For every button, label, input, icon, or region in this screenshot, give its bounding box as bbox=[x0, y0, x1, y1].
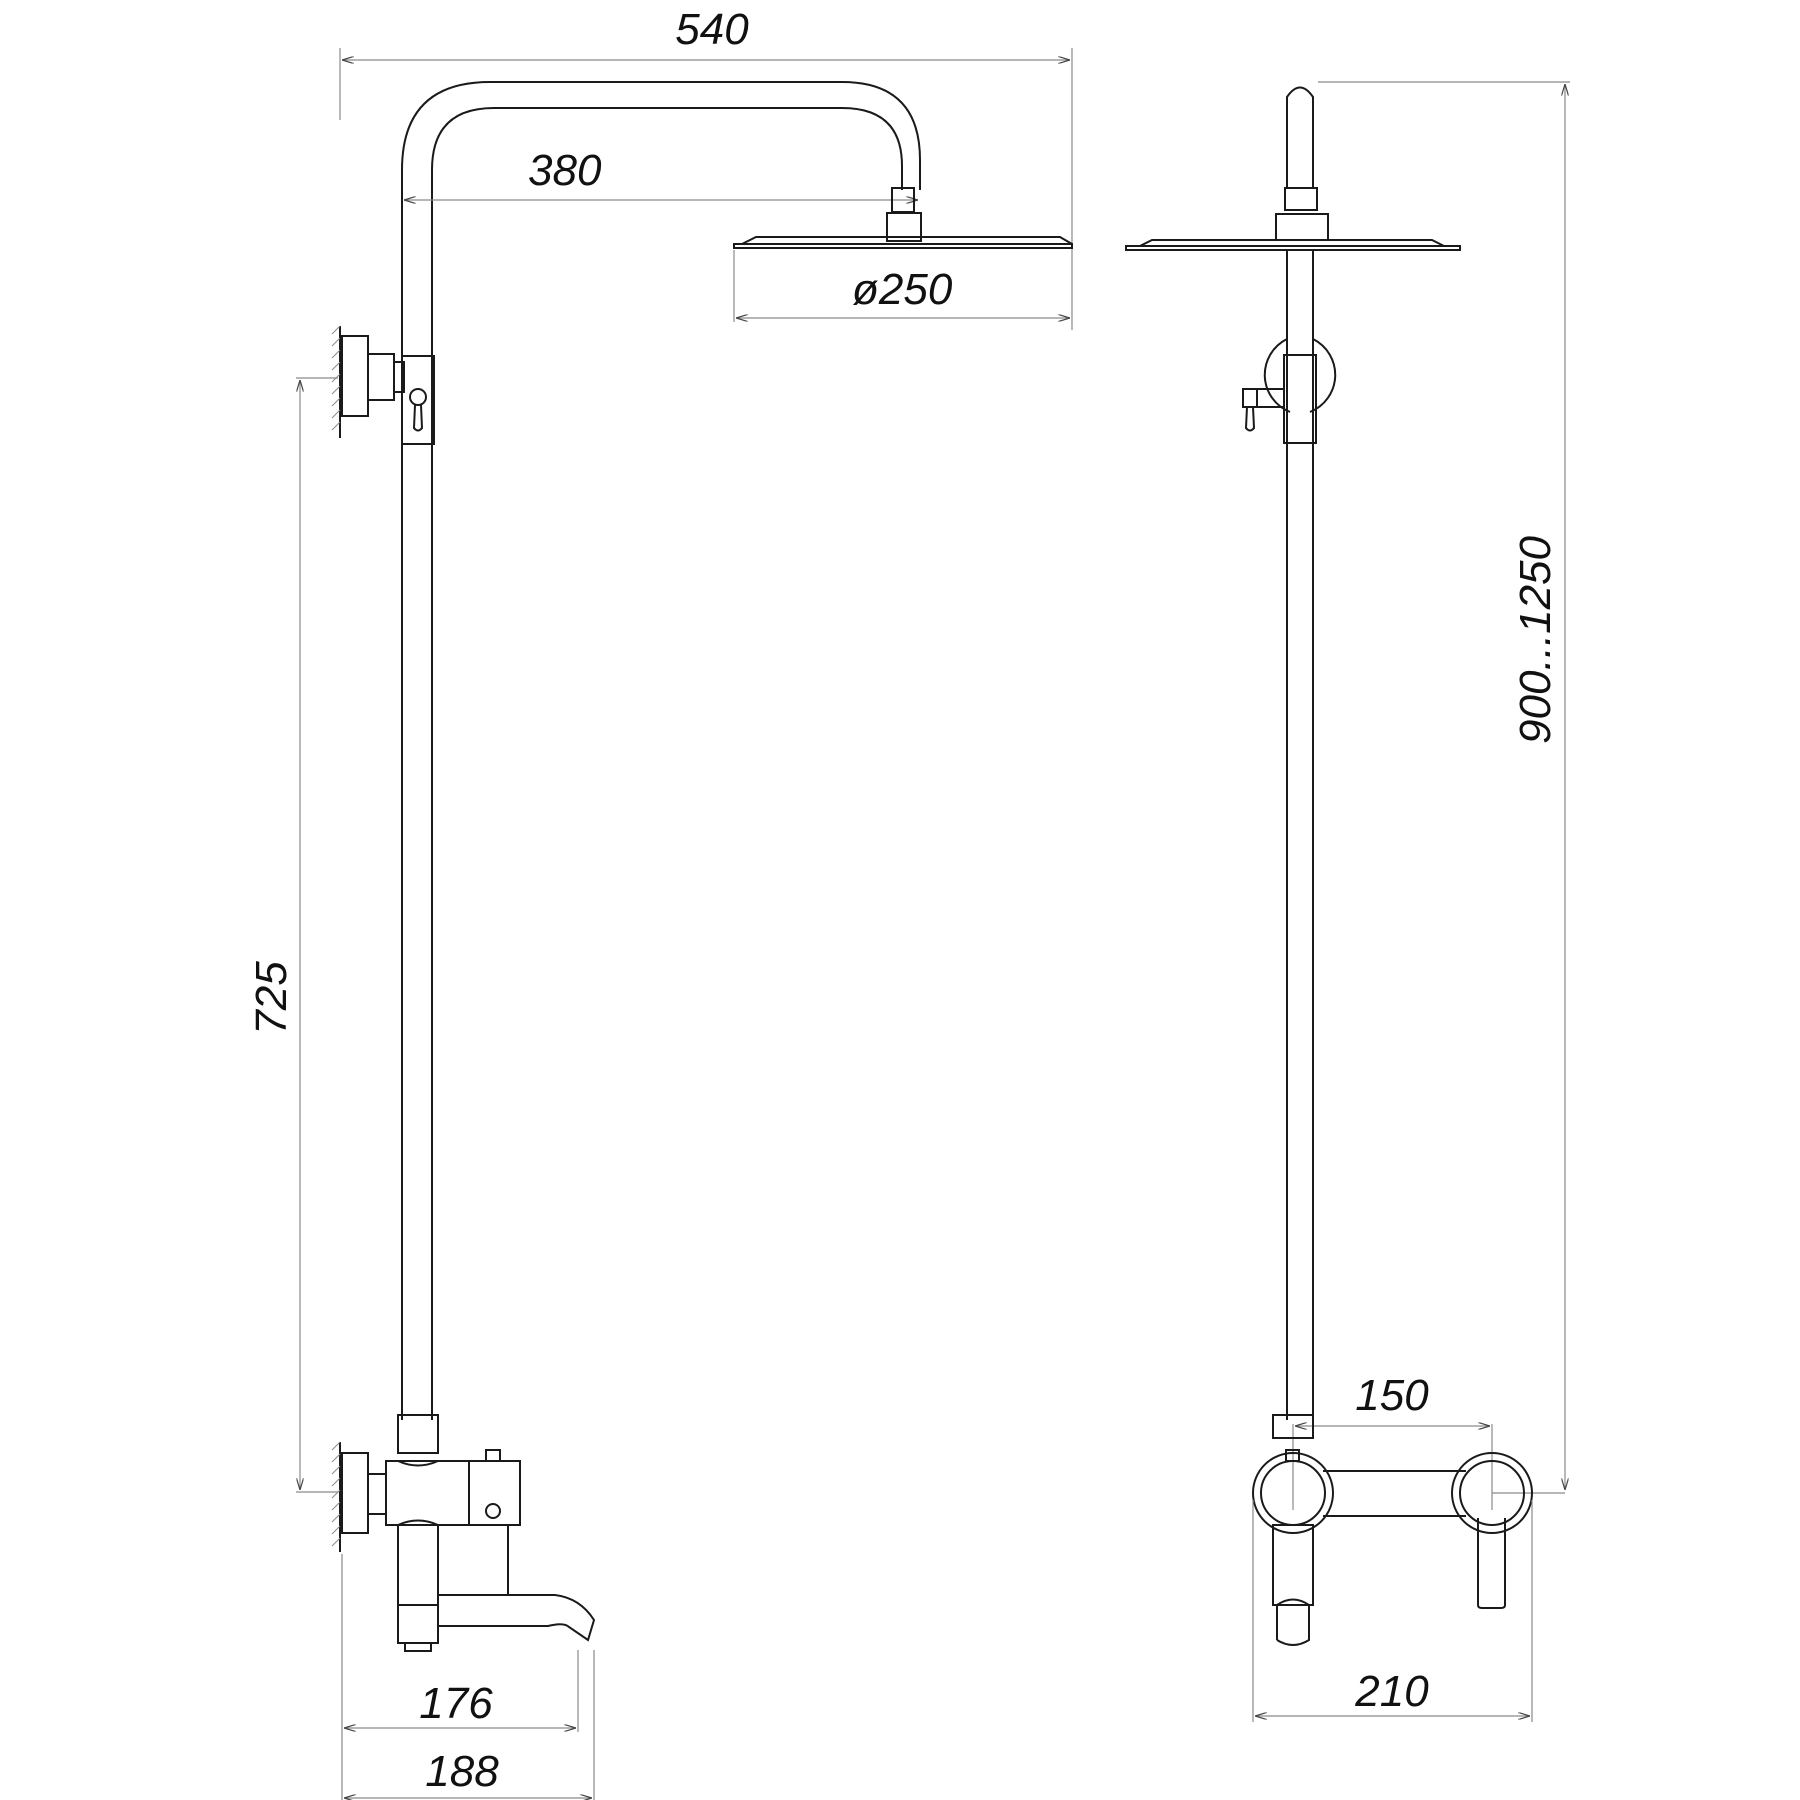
label-725: 725 bbox=[247, 961, 296, 1035]
lever-handle-front bbox=[1477, 1518, 1506, 1609]
label-250: ø250 bbox=[852, 265, 953, 314]
label-540: 540 bbox=[675, 5, 749, 54]
upper-wall-bracket bbox=[331, 325, 435, 445]
spout-front bbox=[1276, 1598, 1310, 1646]
shower-head bbox=[733, 236, 1073, 249]
dimension-900-1250: 900...1250 bbox=[1318, 81, 1570, 1490]
dimension-176: 176 bbox=[341, 1554, 579, 1800]
dimension-380: 380 bbox=[404, 146, 918, 200]
mixer-body-side bbox=[331, 1414, 596, 1652]
dimension-540: 540 bbox=[339, 5, 1073, 330]
label-188: 188 bbox=[425, 1747, 499, 1796]
shower-arm bbox=[401, 81, 921, 1420]
label-900-1250: 900...1250 bbox=[1511, 535, 1560, 743]
front-view: 900...1250 150 2 bbox=[1125, 81, 1570, 1722]
label-150: 150 bbox=[1355, 1371, 1429, 1420]
dimension-210: 210 bbox=[1252, 1500, 1533, 1722]
dimension-250: ø250 bbox=[733, 250, 1070, 322]
mixer-body-front bbox=[1252, 1414, 1533, 1646]
riser-top bbox=[1286, 86, 1314, 189]
shower-head-front bbox=[1125, 239, 1461, 251]
label-380: 380 bbox=[528, 146, 602, 195]
side-view: 540 380 ø250 bbox=[247, 5, 1073, 1800]
dimension-725: 725 bbox=[247, 377, 338, 1493]
label-210: 210 bbox=[1354, 1667, 1429, 1716]
dimension-150: 150 bbox=[1292, 1371, 1493, 1510]
spout-side bbox=[438, 1594, 596, 1642]
label-176: 176 bbox=[419, 1679, 493, 1728]
dimension-188: 188 bbox=[344, 1650, 595, 1800]
